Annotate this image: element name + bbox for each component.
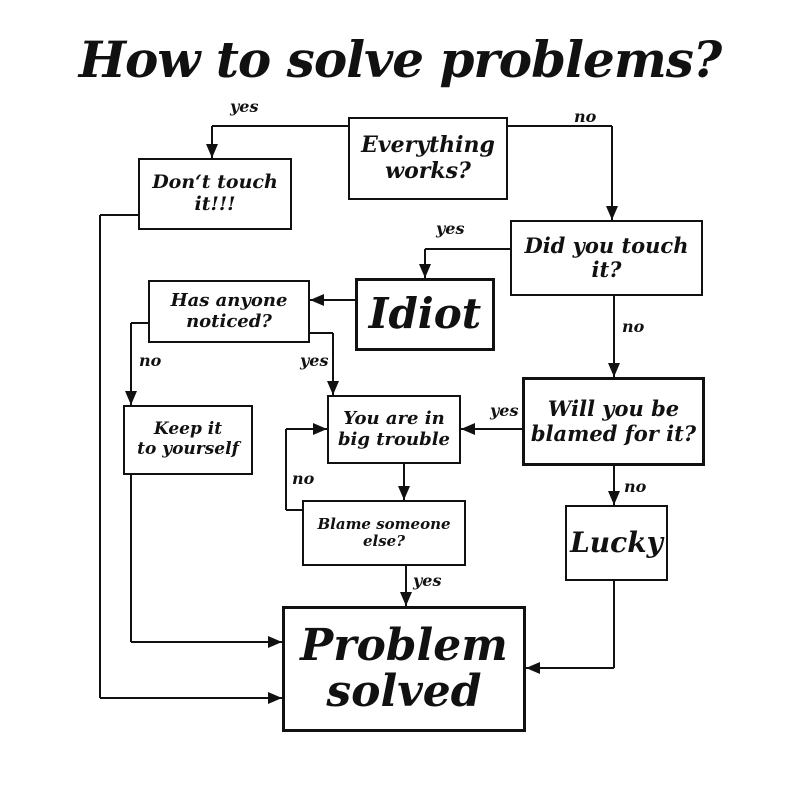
edge-noticed-to-trouble xyxy=(310,332,339,395)
arrowhead xyxy=(268,636,282,648)
edge-trouble-to-blame-someone xyxy=(398,464,410,500)
node-has-anyone-noticed: Has anyone noticed? xyxy=(148,280,310,343)
edge-dont-touch-to-solved xyxy=(99,214,282,704)
arrowhead xyxy=(125,391,137,405)
node-did-you-touch: Did you touch it? xyxy=(510,220,703,296)
arrowhead xyxy=(608,363,620,377)
edge-lucky-to-solved xyxy=(526,581,615,674)
arrowhead xyxy=(608,491,620,505)
arrowhead xyxy=(398,486,410,500)
node-big-trouble: You are in big trouble xyxy=(327,395,461,464)
label-no-blame-someone: no xyxy=(292,469,315,488)
edge-noticed-to-keep xyxy=(125,322,148,405)
edge-blame-someone-to-trouble xyxy=(285,423,327,511)
label-yes-idiot: yes xyxy=(436,219,465,238)
arrowhead xyxy=(310,294,324,306)
arrowhead xyxy=(327,381,339,395)
arrowhead xyxy=(268,692,282,704)
edge-works-to-dont-touch xyxy=(206,125,348,158)
edge-idiot-to-noticed xyxy=(310,294,355,306)
arrowhead xyxy=(461,423,475,435)
label-yes-dont-touch: yes xyxy=(230,97,259,116)
node-problem-solved: Problem solved xyxy=(282,606,526,732)
edge-did-touch-to-blamed xyxy=(608,296,620,377)
arrowhead xyxy=(313,423,327,435)
node-dont-touch: Don‘t touch it!!! xyxy=(138,158,292,230)
arrowhead xyxy=(606,206,618,220)
label-no-blamed: no xyxy=(622,317,645,336)
edge-blame-someone-to-solved xyxy=(400,566,412,606)
label-no-did-touch: no xyxy=(574,107,597,126)
label-yes-solved: yes xyxy=(413,571,442,590)
node-keep-it: Keep it to yourself xyxy=(123,405,253,475)
label-yes-trouble: yes xyxy=(300,351,329,370)
label-no-keep: no xyxy=(139,351,162,370)
node-blamed: Will you be blamed for it? xyxy=(522,377,705,466)
edge-works-to-did-touch xyxy=(508,125,618,220)
page-title: How to solve problems? xyxy=(78,30,722,89)
arrowhead xyxy=(526,662,540,674)
arrowhead xyxy=(419,264,431,278)
node-blame-someone: Blame someone else? xyxy=(302,500,466,566)
edge-did-touch-to-idiot xyxy=(419,248,510,278)
arrowhead xyxy=(206,144,218,158)
node-idiot: Idiot xyxy=(355,278,495,351)
node-lucky: Lucky xyxy=(565,505,668,581)
label-yes-blamed: yes xyxy=(490,401,519,420)
node-everything-works: Everything works? xyxy=(348,117,508,200)
edge-keep-to-solved xyxy=(130,475,282,648)
edge-blamed-to-lucky xyxy=(608,466,620,505)
edge-blamed-to-trouble xyxy=(461,423,522,435)
label-no-lucky: no xyxy=(624,477,647,496)
arrowhead xyxy=(400,592,412,606)
